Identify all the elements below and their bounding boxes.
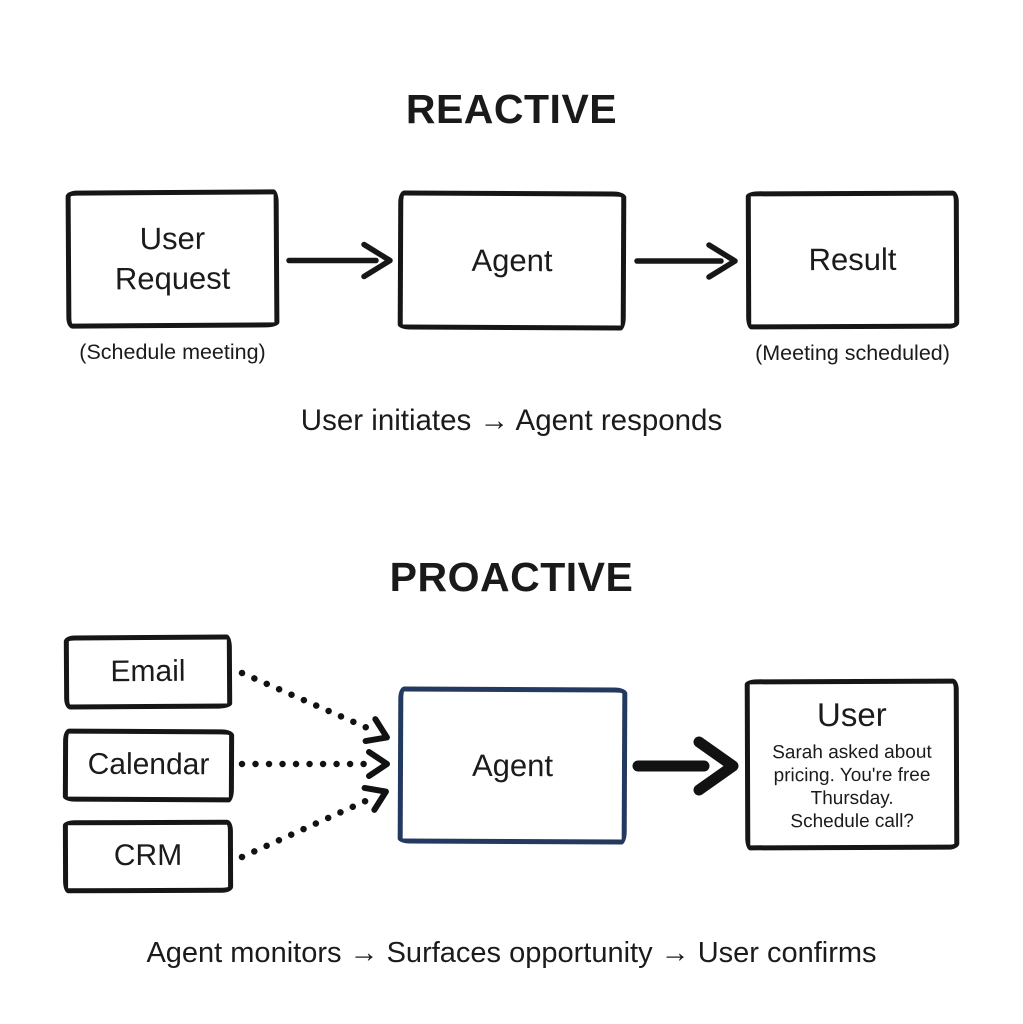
proactive-user-message: Sarah asked about pricing. You're free T…	[772, 741, 932, 833]
proactive-user-box: User Sarah asked about pricing. You're f…	[744, 678, 960, 851]
calendar-label: Calendar	[87, 748, 210, 782]
user-request-label: User Request	[114, 221, 231, 297]
arrow-agent-to-result	[634, 242, 738, 280]
result-label: Result	[808, 242, 897, 278]
proactive-user-title: User	[816, 695, 887, 734]
dotted-arrow-calendar-to-agent	[238, 749, 390, 779]
reactive-agent-box: Agent	[397, 190, 627, 331]
proactive-agent-label: Agent	[471, 747, 554, 783]
proactive-caption: Agent monitors → Surfaces opportunity → …	[146, 937, 877, 969]
result-box: Result	[745, 190, 960, 330]
email-box: Email	[63, 634, 233, 710]
reactive-title: REACTIVE	[405, 86, 618, 132]
thick-arrow-agent-to-user	[632, 736, 739, 796]
dotted-arrow-crm-to-agent	[238, 784, 389, 861]
reactive-caption: User initiates → Agent responds	[300, 404, 723, 437]
crm-box: CRM	[62, 819, 234, 894]
arrow-user-request-to-agent	[286, 241, 393, 280]
schedule-meeting-sublabel: (Schedule meeting)	[79, 340, 266, 364]
dotted-arrow-email-to-agent	[238, 669, 390, 745]
proactive-agent-box: Agent	[397, 686, 628, 845]
user-request-box: User Request	[65, 189, 280, 329]
proactive-title: PROACTIVE	[389, 554, 634, 600]
meeting-scheduled-sublabel: (Meeting scheduled)	[755, 341, 950, 365]
email-label: Email	[110, 654, 186, 689]
reactive-agent-label: Agent	[471, 242, 553, 278]
calendar-box: Calendar	[62, 728, 235, 803]
crm-label: CRM	[113, 839, 183, 873]
